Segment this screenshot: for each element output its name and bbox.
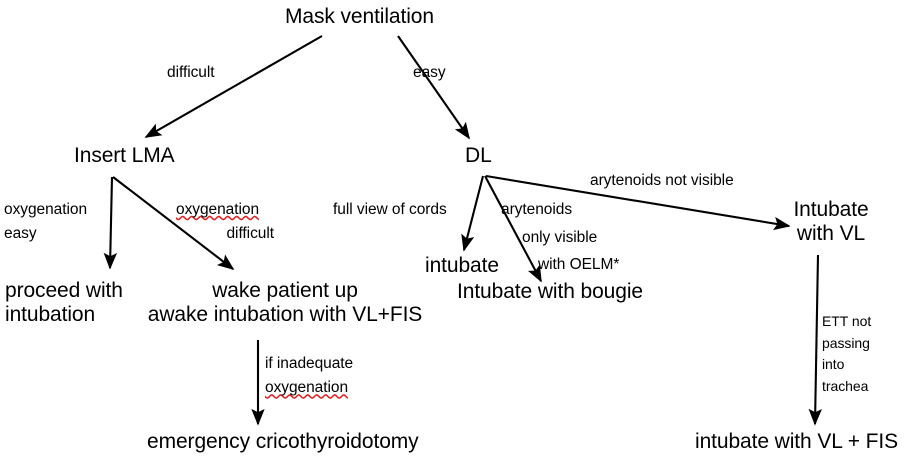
node-emergency-cricothyroidotomy[interactable]: emergency cricothyroidotomy bbox=[147, 430, 419, 454]
edge-label-if-inadequate-line1: if inadequate bbox=[265, 355, 354, 372]
node-proceed-with-intubation-line1: proceed with bbox=[5, 279, 123, 302]
edge-label-oxygenation-easy-line2: easy bbox=[4, 225, 37, 243]
edge-label-arytenoids-not-visible: arytenoids not visible bbox=[590, 172, 734, 189]
edge-label-ett-not-passing: ETT not passing into trachea bbox=[822, 313, 872, 395]
edge-mask-to-lma bbox=[144, 35, 323, 138]
node-wake-patient-up[interactable]: wake patient up awake intubation with VL… bbox=[140, 279, 430, 326]
node-intubate-with-vl-line1: Intubate bbox=[793, 198, 869, 221]
edge-label-only-visible: only visible bbox=[522, 229, 597, 246]
edge-vl-to-vlfis bbox=[808, 254, 822, 426]
edge-label-arytenoids: arytenoids bbox=[501, 201, 572, 218]
edge-label-easy: easy bbox=[413, 64, 446, 81]
node-intubate-with-vl-fis-label: intubate with VL + FIS bbox=[695, 430, 899, 453]
edge-label-only-visible-text: only visible bbox=[522, 229, 598, 246]
node-dl[interactable]: DL bbox=[465, 144, 492, 168]
node-proceed-with-intubation-line2: intubation bbox=[5, 302, 96, 326]
edge-label-oxygenation-difficult-line1: oxygenation bbox=[176, 201, 260, 218]
edge-label-arytenoids-not-visible-text: arytenoids not visible bbox=[590, 172, 734, 189]
node-wake-patient-up-line1: wake patient up bbox=[212, 279, 358, 302]
edge-label-with-oelm: with OELM* bbox=[538, 256, 619, 273]
edge-label-arytenoids-text: arytenoids bbox=[501, 201, 573, 218]
node-proceed-with-intubation[interactable]: proceed with intubation bbox=[5, 279, 123, 326]
node-insert-lma-label: Insert LMA bbox=[74, 144, 175, 167]
edge-mask-to-dl bbox=[397, 35, 470, 140]
node-intubate-label: intubate bbox=[425, 254, 499, 277]
node-insert-lma[interactable]: Insert LMA bbox=[74, 144, 175, 168]
edge-label-with-oelm-text: with OELM* bbox=[538, 256, 620, 273]
edge-label-oxygenation-easy-line1: oxygenation bbox=[4, 201, 88, 218]
edge-dl-to-intubate bbox=[461, 175, 485, 252]
edge-label-full-view-of-cords: full view of cords bbox=[333, 201, 447, 218]
node-emergency-cricothyroidotomy-label: emergency cricothyroidotomy bbox=[147, 430, 419, 453]
node-intubate-with-vl[interactable]: Intubate with VL bbox=[783, 198, 879, 245]
edge-label-ett-line4: trachea bbox=[822, 378, 869, 395]
node-intubate[interactable]: intubate bbox=[425, 254, 499, 278]
node-intubate-with-vl-fis[interactable]: intubate with VL + FIS bbox=[695, 430, 898, 454]
edge-label-ett-line3: into bbox=[822, 356, 845, 373]
edge-label-oxygenation-difficult: oxygenation difficult bbox=[176, 201, 274, 243]
node-intubate-with-bougie[interactable]: Intubate with bougie bbox=[457, 280, 643, 304]
node-intubate-with-bougie-label: Intubate with bougie bbox=[457, 280, 643, 303]
edge-lma-to-proceed bbox=[103, 176, 118, 270]
edge-label-easy-text: easy bbox=[413, 64, 446, 81]
node-dl-label: DL bbox=[465, 144, 492, 167]
node-wake-patient-up-line2: awake intubation with VL+FIS bbox=[147, 302, 423, 326]
node-mask-ventilation[interactable]: Mask ventilation bbox=[285, 5, 434, 29]
edge-label-difficult: difficult bbox=[167, 64, 215, 81]
edge-label-if-inadequate-line2: oxygenation bbox=[265, 379, 349, 397]
edge-label-difficult-text: difficult bbox=[167, 64, 215, 81]
edge-label-ett-line2: passing bbox=[822, 334, 870, 351]
edge-label-oxygenation-difficult-line2: difficult bbox=[226, 225, 274, 243]
edge-label-oxygenation-easy: oxygenation easy bbox=[4, 201, 87, 243]
edge-label-full-view-of-cords-text: full view of cords bbox=[333, 201, 447, 218]
edge-label-if-inadequate-oxygenation: if inadequate oxygenation bbox=[265, 355, 353, 397]
node-mask-ventilation-label: Mask ventilation bbox=[285, 5, 434, 28]
node-intubate-with-vl-line2: with VL bbox=[796, 221, 866, 245]
edge-label-ett-line1: ETT not bbox=[822, 313, 872, 329]
